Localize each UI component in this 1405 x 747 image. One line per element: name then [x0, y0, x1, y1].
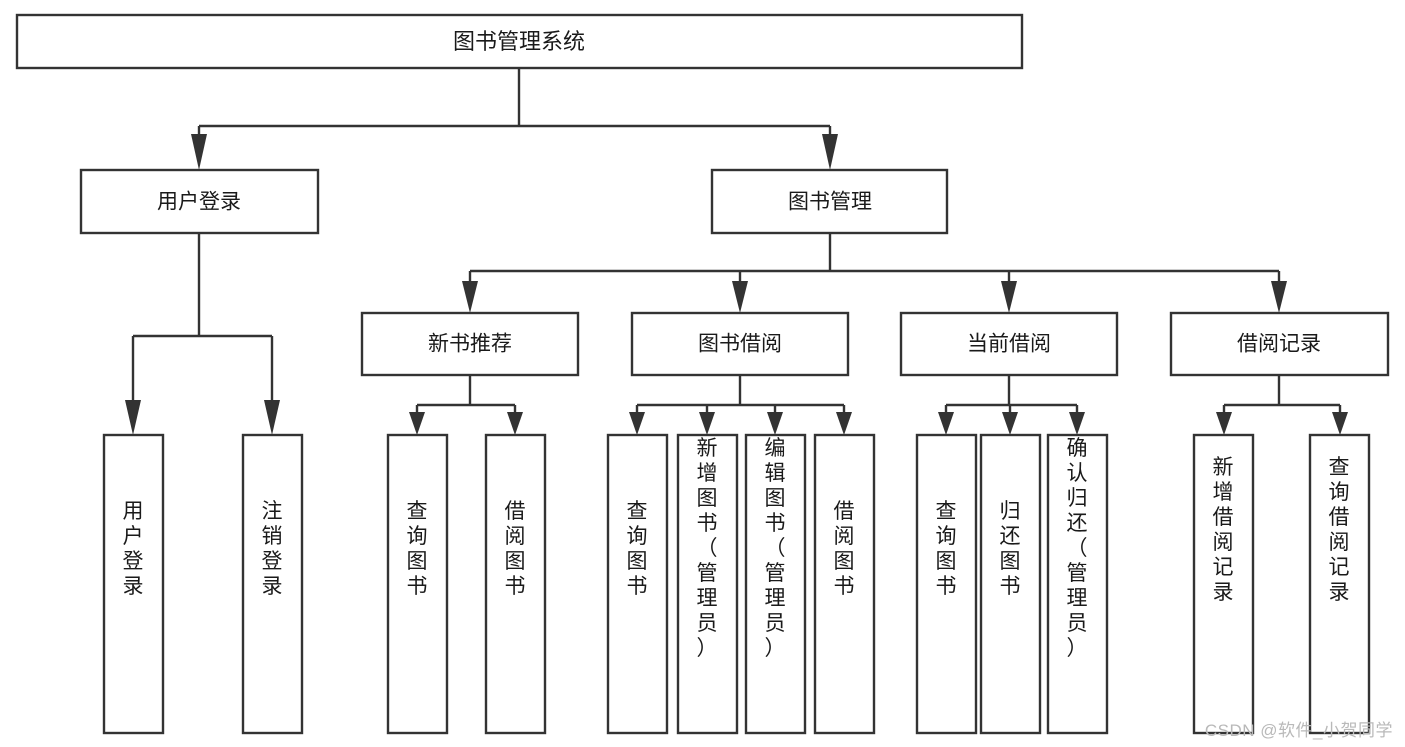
- arrow-head-borrow-record: [1271, 281, 1287, 313]
- arrow-head-leaf-current-borrow-3: [1069, 412, 1085, 435]
- leaf-borrow-record-0[interactable]: 新增借阅记录: [1192, 433, 1255, 735]
- leaf-user-login-0-label: 用户登录: [123, 500, 144, 598]
- leaf-new-book-recommend-1-label: 借阅图书: [505, 500, 526, 598]
- arrow-head-leaf-user-login-1: [125, 400, 141, 435]
- leaf-borrow-record-1-label: 查询借阅记录: [1329, 456, 1350, 604]
- node-root-label: 图书管理系统: [453, 29, 585, 54]
- leaf-book-borrow-3-label: 借阅图书: [834, 500, 855, 598]
- connectors: [125, 68, 1348, 435]
- arrow-head-book-manage: [822, 134, 838, 170]
- leaf-book-borrow-0[interactable]: 查询图书: [606, 433, 669, 735]
- node-book-borrow-box[interactable]: [630, 311, 850, 377]
- leaf-borrow-record-0-label: 新增借阅记录: [1213, 456, 1234, 604]
- leaf-current-borrow-1-box[interactable]: [979, 433, 1042, 735]
- leaf-current-borrow-1[interactable]: 归还图书: [979, 433, 1042, 735]
- node-user-login[interactable]: 用户登录: [79, 168, 320, 235]
- node-current-borrow-label: 当前借阅: [967, 333, 1051, 356]
- arrow-head-leaf-new-book-1: [409, 412, 425, 435]
- arrow-head-leaf-borrow-record-2: [1332, 412, 1348, 435]
- leaf-book-borrow-2-box[interactable]: [744, 433, 807, 735]
- node-book-borrow-label: 图书借阅: [698, 333, 782, 356]
- node-root[interactable]: 图书管理系统: [15, 13, 1024, 70]
- node-new-book-recommend-label: 新书推荐: [428, 333, 512, 356]
- leaf-book-borrow-0-label: 查询图书: [627, 500, 648, 598]
- leaf-book-borrow-1[interactable]: 新增图书（管理员）: [676, 433, 739, 735]
- node-borrow-record-label: 借阅记录: [1237, 333, 1321, 356]
- node-book-manage[interactable]: 图书管理: [710, 168, 949, 235]
- node-new-book-recommend[interactable]: 新书推荐: [360, 311, 580, 377]
- arrow-head-leaf-user-login-2: [264, 400, 280, 435]
- arrow-head-leaf-book-borrow-4: [836, 412, 852, 435]
- node-borrow-record[interactable]: 借阅记录: [1169, 311, 1390, 377]
- leaf-user-login-1-label: 注销登录: [262, 500, 283, 598]
- leaf-book-borrow-0-box[interactable]: [606, 433, 669, 735]
- node-root-box[interactable]: [15, 13, 1024, 70]
- node-user-login-box[interactable]: [79, 168, 320, 235]
- leaf-current-borrow-2-box[interactable]: [1046, 433, 1109, 735]
- leaf-user-login-1-box[interactable]: [241, 433, 304, 735]
- leaf-current-borrow-2[interactable]: 确认归还（管理员）: [1046, 433, 1109, 735]
- node-borrow-record-box[interactable]: [1169, 311, 1390, 377]
- arrow-head-leaf-new-book-2: [507, 412, 523, 435]
- leaf-book-borrow-1-label: 新增图书（管理员）: [697, 437, 718, 660]
- leaf-new-book-recommend-0-box[interactable]: [386, 433, 449, 735]
- arrow-head-leaf-current-borrow-1: [938, 412, 954, 435]
- node-book-manage-label: 图书管理: [788, 191, 872, 214]
- leaf-book-borrow-2-label: 编辑图书（管理员）: [765, 437, 786, 660]
- node-new-book-recommend-box[interactable]: [360, 311, 580, 377]
- leaf-borrow-record-1-box[interactable]: [1308, 433, 1371, 735]
- arrow-head-book-borrow: [732, 281, 748, 313]
- leaf-user-login-0-box[interactable]: [102, 433, 165, 735]
- leaf-new-book-recommend-1[interactable]: 借阅图书: [484, 433, 547, 735]
- leaf-current-borrow-0-box[interactable]: [915, 433, 978, 735]
- leaf-user-login-1[interactable]: 注销登录: [241, 433, 304, 735]
- leaf-new-book-recommend-0[interactable]: 查询图书: [386, 433, 449, 735]
- arrow-head-leaf-current-borrow-2: [1002, 412, 1018, 435]
- arrow-head-new-book-recommend: [462, 281, 478, 313]
- node-user-login-label: 用户登录: [157, 191, 241, 214]
- leaf-book-borrow-3-box[interactable]: [813, 433, 876, 735]
- leaf-book-borrow-1-box[interactable]: [676, 433, 739, 735]
- leaf-book-borrow-3[interactable]: 借阅图书: [813, 433, 876, 735]
- leaf-new-book-recommend-1-box[interactable]: [484, 433, 547, 735]
- leaf-current-borrow-2-label: 确认归还（管理员）: [1067, 437, 1088, 660]
- arrow-head-leaf-book-borrow-1: [629, 412, 645, 435]
- arrow-head-leaf-book-borrow-2: [699, 412, 715, 435]
- node-current-borrow-box[interactable]: [899, 311, 1119, 377]
- arrow-head-user-login: [191, 134, 207, 170]
- leaf-current-borrow-0-label: 查询图书: [936, 500, 957, 598]
- leaf-book-borrow-2[interactable]: 编辑图书（管理员）: [744, 433, 807, 735]
- leaf-borrow-record-0-box[interactable]: [1192, 433, 1255, 735]
- arrow-head-leaf-borrow-record-1: [1216, 412, 1232, 435]
- leaf-borrow-record-1[interactable]: 查询借阅记录: [1308, 433, 1371, 735]
- node-book-borrow[interactable]: 图书借阅: [630, 311, 850, 377]
- arrow-head-current-borrow: [1001, 281, 1017, 313]
- leaf-new-book-recommend-0-label: 查询图书: [407, 500, 428, 598]
- node-current-borrow[interactable]: 当前借阅: [899, 311, 1119, 377]
- leaf-user-login-0[interactable]: 用户登录: [102, 433, 165, 735]
- leaf-current-borrow-1-label: 归还图书: [1000, 500, 1021, 598]
- arrow-head-leaf-book-borrow-3: [767, 412, 783, 435]
- leaf-current-borrow-0[interactable]: 查询图书: [915, 433, 978, 735]
- node-book-manage-box[interactable]: [710, 168, 949, 235]
- watermark-text: CSDN @软件_小贺同学: [1204, 721, 1393, 740]
